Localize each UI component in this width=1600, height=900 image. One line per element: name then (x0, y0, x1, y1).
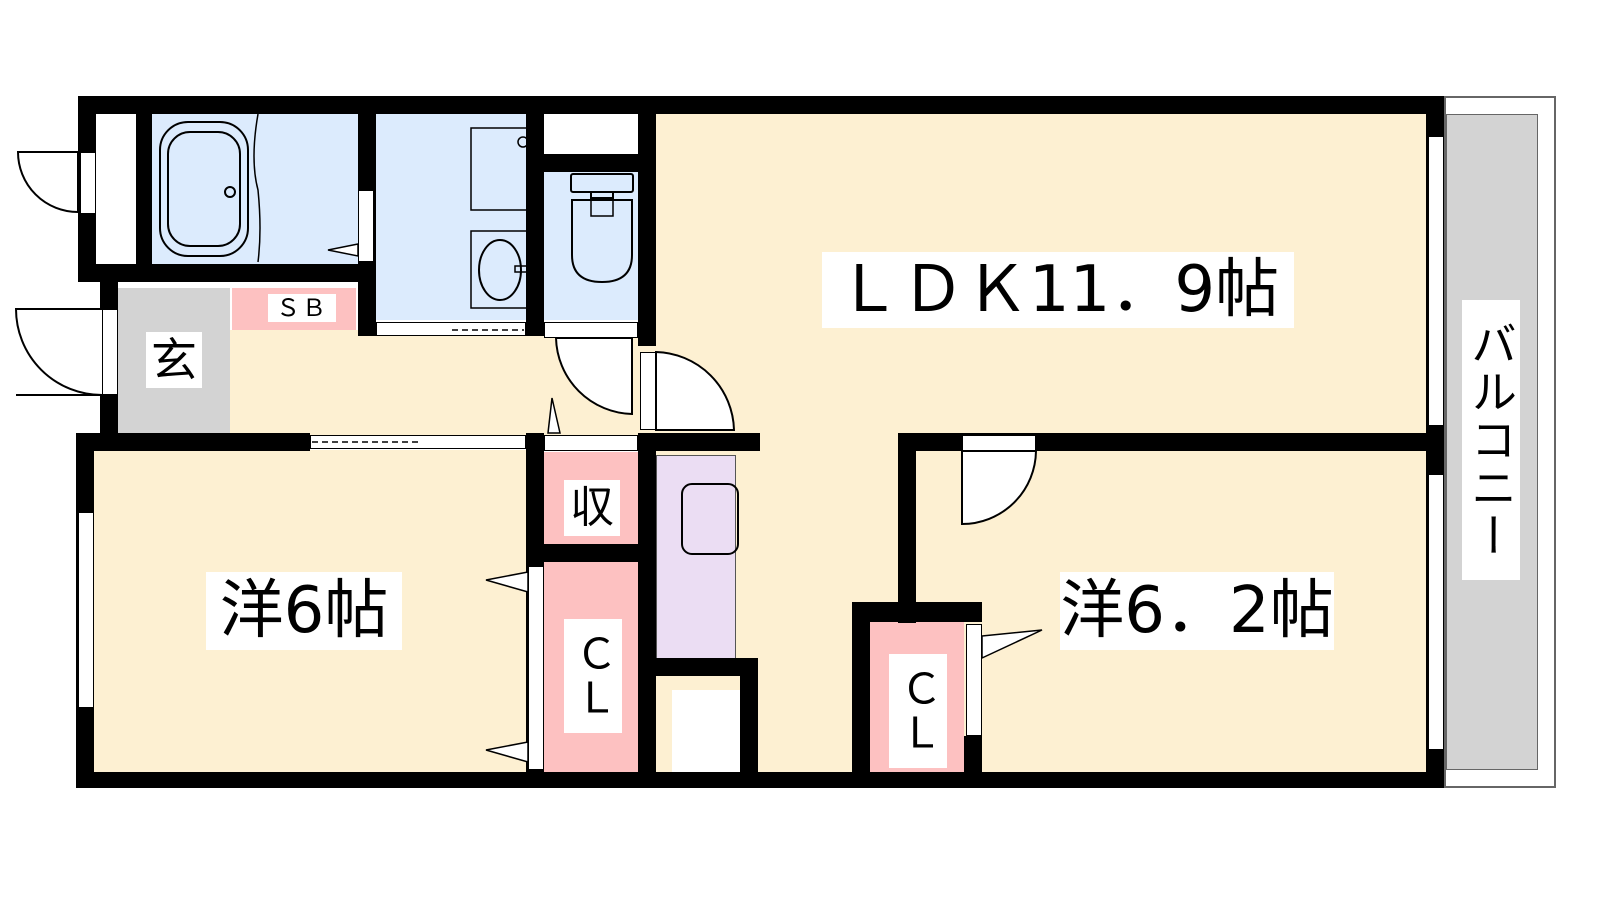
closet-2-label: ＣＬ (889, 654, 947, 768)
kitchen-counter (656, 455, 736, 660)
window-utility-door (80, 152, 96, 214)
shoe-box-label: ＳＢ (268, 294, 336, 322)
washing-machine-icon (470, 127, 529, 211)
storage-label: 収 (564, 480, 620, 536)
wall-toilet-right (638, 96, 656, 346)
wall-cl2-right (964, 736, 982, 776)
wall-cl2-top (852, 602, 982, 622)
wall-top (78, 96, 1442, 114)
closet-1-doors (528, 566, 544, 770)
wall-storage-sep (526, 544, 656, 562)
stove-icon (681, 483, 739, 555)
wall-cl2-left (852, 602, 870, 778)
entrance-label: 玄 (146, 332, 202, 388)
wall-fridge-right (740, 658, 758, 778)
wall-bottom (76, 772, 1444, 788)
sliding-door-washroom (376, 322, 526, 336)
door-pointers (327, 243, 1043, 763)
toilet-icon (570, 173, 634, 284)
closet-2-door (966, 624, 982, 736)
window-balcony-room2 (1428, 474, 1444, 750)
storage-door (544, 435, 638, 451)
balcony-label: バルコニー (1462, 300, 1520, 580)
window-room1-left (78, 512, 94, 708)
wall-mid-horizontal (76, 433, 310, 451)
sink-icon (470, 230, 528, 309)
washroom (374, 114, 526, 320)
western-room-1-label: 洋6帖 (206, 572, 402, 650)
wall-toilet-top (526, 154, 656, 172)
wall-bath-bottom (78, 264, 374, 282)
bathtub-icon (159, 113, 261, 263)
bath-door (358, 190, 374, 262)
wall-fridge-top (656, 658, 758, 676)
ldk-label: ＬＤＫ11．9帖 (822, 252, 1294, 328)
wall-closet-right (638, 433, 656, 773)
wall-room2-left (898, 433, 916, 623)
western-room-2-label: 洋6．2帖 (1060, 572, 1334, 650)
wall-kitchen-top (638, 433, 760, 451)
window-entrance-door (102, 309, 118, 395)
window-balcony-ldk (1428, 136, 1444, 426)
wall-bath-inner (136, 96, 152, 276)
closet-1-label: ＣＬ (564, 619, 622, 733)
utility-space (96, 114, 136, 264)
storage-niche (544, 114, 638, 154)
sliding-door-dashes (312, 329, 524, 443)
door-swings (14, 151, 1038, 526)
fridge-space (672, 690, 742, 774)
